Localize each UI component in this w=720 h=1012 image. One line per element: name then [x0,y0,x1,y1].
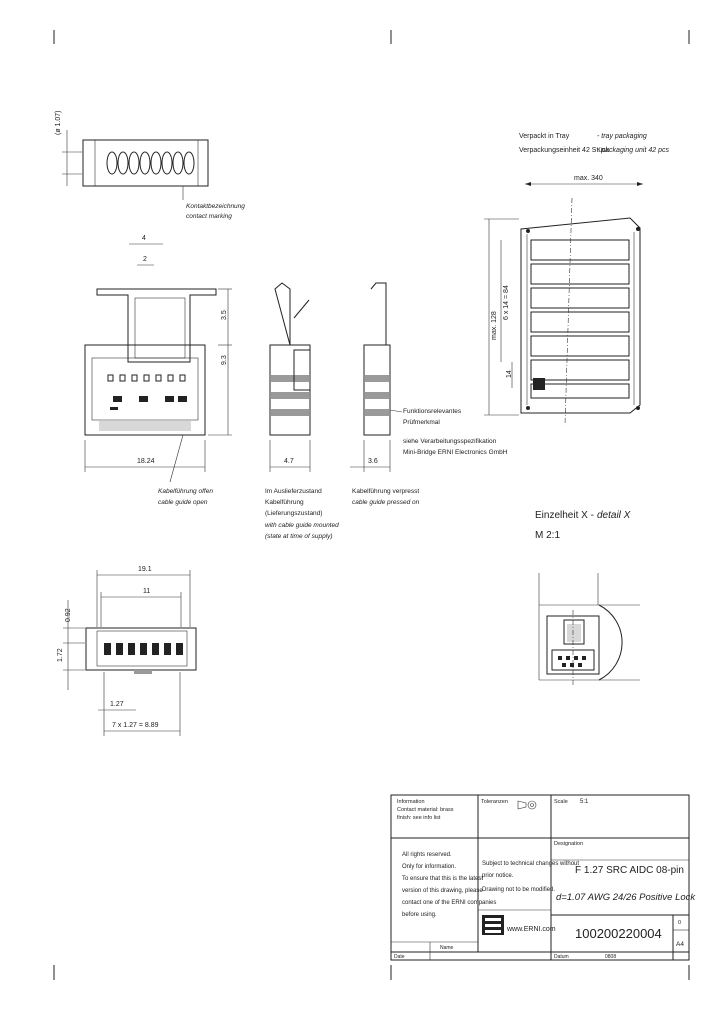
tb-title-line2: d=1.07 AWG 24/26 Positive Lock [556,892,696,903]
label-function-1: Funktionsrelevantes [403,408,462,415]
label-cable-guide-open-en: cable guide open [158,499,208,506]
dim-d107: (ø 1.07) [55,110,62,135]
dim-d2: 2 [143,256,147,263]
tb-information-2: Contact material: brass [397,807,454,813]
tb-information-1: Information [397,799,425,805]
connector-front-view: 4 2 3.5 9.3 [84,235,232,506]
packaging-line2-en: - packaging unit 42 pcs [597,147,669,154]
dim-d35: 3.5 [221,310,228,320]
tb-subject-1: Subject to technical changes without [482,861,579,867]
dim-d93: 9.3 [221,355,228,365]
packaging-pitch-single: 14 [506,370,513,378]
label-cable-pressed-en: cable guide pressed on [352,499,420,506]
label-function-4: Mini-Bridge ERNI Electronics GmbH [403,449,508,456]
connector-side-view-pressed: 3.6 Kabelführung verpresst cable guide p… [350,282,508,506]
dim-d1824: 18.24 [137,458,155,465]
tb-rights-2: Only for information. [402,864,456,870]
tb-part-number: 100200220004 [575,926,662,941]
tb-scale-label: Scale [554,799,568,805]
packaging-max-width: max. 340 [574,175,603,182]
dim-d4: 4 [142,235,146,242]
label-cable-guide-open-de: Kabelführung offen [158,488,213,495]
dim-d172: 1.72 [57,648,64,662]
tb-edit-label: Datum [554,954,569,960]
label-delivery-de-1: Im Auslieferzustand [265,488,322,495]
connector-side-view-delivery: 4.7 Im Auslieferzustand Kabelführung (Li… [265,282,339,540]
packaging-pitch: 6 x 14 = 84 [503,285,510,320]
cable-end-view: (ø 1.07) Kontaktbezeichnung contact mark… [55,110,245,220]
detail-title-en: detail X [597,510,631,521]
tb-subject-2: prior notice. [482,873,514,879]
tb-date-label: Date [394,954,405,960]
packaging-line1-de: Verpackt in Tray [519,133,570,140]
dim-d191: 19.1 [138,566,152,573]
erni-logo-icon [482,915,504,935]
label-cable-pressed-de: Kabelführung verpresst [352,488,419,495]
tb-name-label: Name [440,945,454,951]
label-delivery-de-3: (Lieferungszustand) [265,510,322,517]
dim-d36: 3.6 [368,458,378,465]
dim-pitch-total: 7 x 1.27 = 8.89 [112,722,159,729]
label-contact-marking-de: Kontaktbezeichnung [186,203,245,210]
tb-rights-1: All rights reserved. [402,852,452,858]
tb-information-3: finish: see info list [397,815,441,821]
detail-x-view: Einzelheit X - detail X M 2:1 [535,510,640,685]
dim-d127: 1.27 [110,701,124,708]
tb-company: www.ERNI.com [506,926,556,933]
label-function-3: siehe Verarbeitungsspezifikation [403,438,497,445]
dim-d11: 11 [143,588,150,595]
label-function-2: Prüfmerkmal [403,419,440,426]
detail-title-de: Einzelheit X - [535,510,594,521]
packaging-max-height: max. 128 [491,311,498,340]
tb-rev: 0 [678,920,681,926]
tb-rights-4: version of this drawing, please [402,888,483,894]
packaging-line2-de: Verpackungseinheit 42 Stück [519,147,610,154]
projection-symbol-icon [517,800,537,810]
tb-rights-3: To ensure that this is the latest [402,876,483,882]
dim-d47: 4.7 [284,458,294,465]
packaging-line1-en: - tray packaging [597,133,647,140]
tb-subject-3: Drawing not to be modified. [482,887,555,893]
dim-d092: 0.92 [65,608,72,622]
tb-sheet-format: A4 [676,941,684,948]
tb-rights-6: before using. [402,912,437,918]
connector-bottom-view: 19.1 11 0.92 1.72 1.27 7 x 1.27 = 8.89 [57,566,197,736]
label-delivery-en-1: with cable guide mounted [265,522,339,529]
tb-title-line1: F 1.27 SRC AIDC 08-pin [575,865,684,876]
tb-edit-value: 0808 [605,954,616,960]
label-delivery-en-2: (state at time of supply) [265,533,333,540]
tb-scale-value: 5:1 [580,799,589,805]
label-contact-marking-en: contact marking [186,213,232,220]
tb-tolerances-label: Toleranzen [481,799,508,805]
tb-designation-label: Designation [554,841,583,847]
detail-scale: M 2:1 [535,530,560,541]
label-delivery-de-2: Kabelführung [265,499,304,506]
sheet-border-marks [53,30,690,980]
title-block: Information Contact material: brass fini… [390,794,696,961]
tb-rights-5: contact one of the ERNI companies [402,900,496,906]
tray-packaging-view: Verpackt in Tray - tray packaging Verpac… [484,133,669,426]
